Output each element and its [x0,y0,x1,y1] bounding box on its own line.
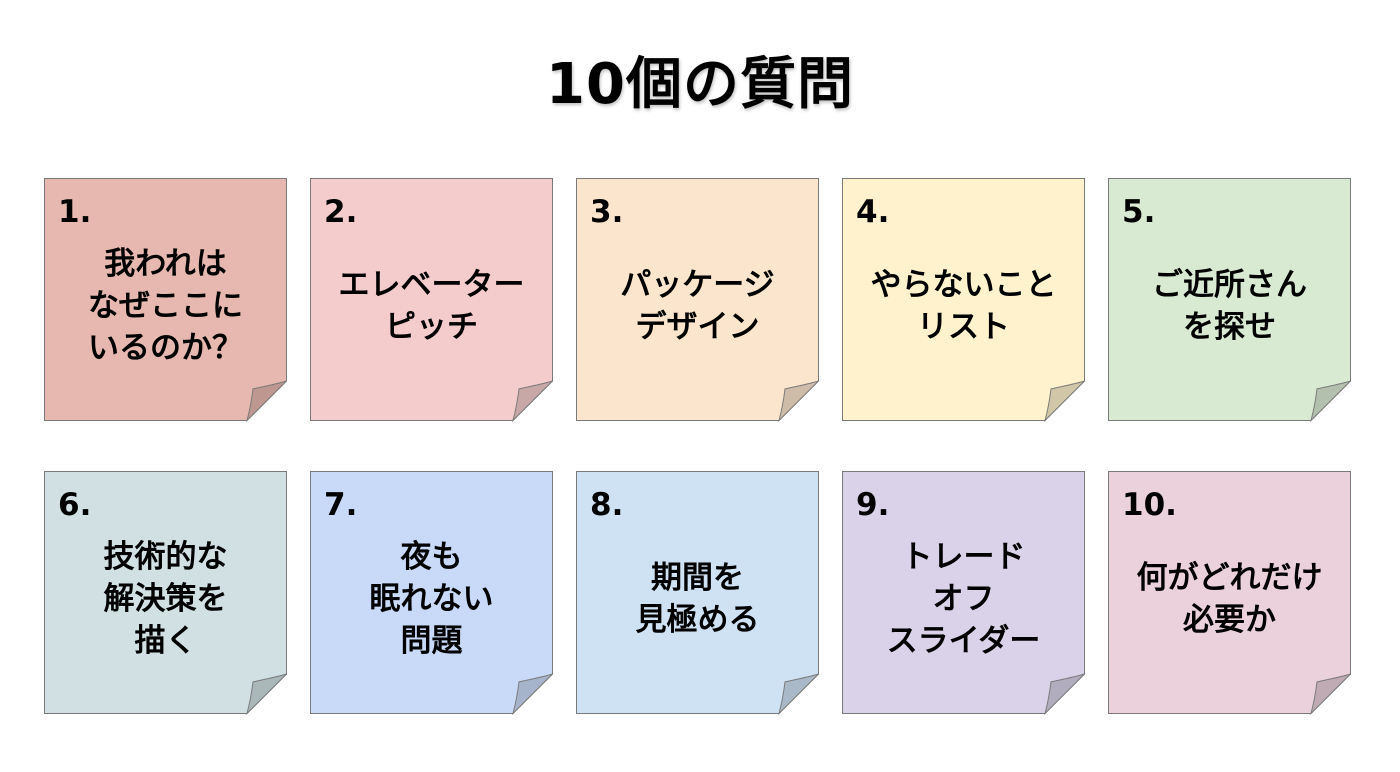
note-text-line: デザイン [635,309,760,345]
note-number: 5. [1122,194,1156,230]
note-text: トレード オフ スライダー [850,529,1077,669]
sticky-note-paper [576,178,819,423]
note-text-line: 問題 [400,623,463,659]
note-number: 6. [58,487,92,523]
note-text: パッケージ デザイン [584,236,811,376]
note-text-line: を探せ [1183,309,1276,345]
note-text-line: 眠れない [369,581,494,617]
note-text-line: やらないこと [870,267,1057,303]
note-number: 1. [58,194,92,230]
note-number: 8. [590,487,624,523]
note-number: 3. [590,194,624,230]
note-curl [512,380,553,423]
note-text-line: 必要か [1183,602,1276,638]
sticky-note-paper [842,471,1085,716]
sticky-note: 5. ご近所さん を探せ [1108,178,1351,423]
sticky-note: 2. エレベーター ピッチ [310,178,553,423]
note-curl [778,673,819,716]
note-number: 9. [856,487,890,523]
note-text-line: 解決策を [103,581,228,617]
sticky-note: 3. パッケージ デザイン [576,178,819,423]
note-text: やらないこと リスト [850,236,1077,376]
note-curl [246,673,287,716]
note-number: 4. [856,194,890,230]
note-text-line: なぜここに [88,288,243,324]
sticky-note-paper [1108,471,1351,716]
note-text: 技術的な 解決策を 描く [52,529,279,669]
note-text: 期間を 見極める [584,529,811,669]
sticky-note-paper [576,471,819,716]
sticky-note: 7. 夜も 眠れない 問題 [310,471,553,716]
note-text-line: 期間を [651,560,744,596]
page-title: 10個の質問 [546,52,854,117]
note-curl [1044,673,1085,716]
note-text: 何がどれだけ 必要か [1116,529,1343,669]
note-curl [1310,380,1351,423]
note-text-line: 技術的な [103,539,228,575]
sticky-note-paper [310,471,553,716]
note-text: 夜も 眠れない 問題 [318,529,545,669]
note-text-line: 何がどれだけ [1136,560,1323,596]
note-curl [246,380,287,423]
note-curl [512,673,553,716]
sticky-note: 8. 期間を 見極める [576,471,819,716]
sticky-note-paper [310,178,553,423]
note-text: エレベーター ピッチ [318,236,545,376]
sticky-note-paper [44,471,287,716]
sticky-note-paper [44,178,287,423]
note-text-line: 夜も [400,539,463,575]
note-text-line: 見極める [635,602,760,638]
sticky-note: 10. 何がどれだけ 必要か [1108,471,1351,716]
note-number: 7. [324,487,358,523]
note-text-line: エレベーター [338,267,525,303]
note-text: 我われは なぜここに いるのか？ [52,236,279,376]
note-text-line: リスト [917,309,1010,345]
sticky-note: 1. 我われは なぜここに いるのか？ [44,178,287,423]
note-text-line: いるのか？ [88,330,243,366]
note-curl [1310,673,1351,716]
note-number: 2. [324,194,358,230]
note-number: 10. [1122,487,1177,523]
note-text-line: 我われは [104,246,227,282]
sticky-note: 6. 技術的な 解決策を 描く [44,471,287,716]
question-grid: 1. 我われは なぜここに いるのか？ 2. エレベーター ピッチ 3. パッケ… [44,178,1356,716]
sticky-note-paper [842,178,1085,423]
note-text: ご近所さん を探せ [1116,236,1343,376]
sticky-note: 9. トレード オフ スライダー [842,471,1085,716]
note-curl [1044,380,1085,423]
note-text-line: トレード [901,539,1026,575]
sticky-note-paper [1108,178,1351,423]
note-text-line: パッケージ [620,267,775,303]
note-text-line: ピッチ [385,309,478,345]
sticky-note: 4. やらないこと リスト [842,178,1085,423]
note-text-line: スライダー [886,623,1041,659]
note-curl [778,380,819,423]
note-text-line: オフ [932,581,995,617]
note-text-line: ご近所さん [1152,267,1307,303]
note-text-line: 描く [134,623,197,659]
